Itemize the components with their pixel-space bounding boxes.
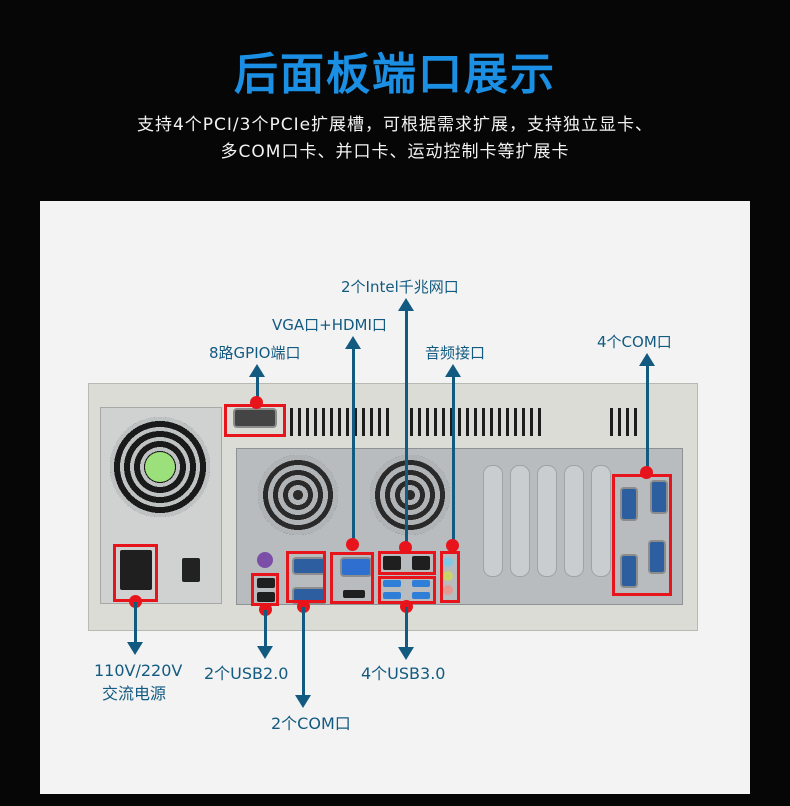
highlight-audio	[440, 551, 460, 603]
expansion-slot	[591, 465, 611, 577]
arrow-up-icon	[445, 364, 461, 377]
callout-dot	[346, 538, 359, 551]
highlight-com2	[286, 551, 326, 603]
callout-line	[405, 607, 408, 649]
usb3-port-icon	[412, 592, 430, 599]
callout-gpio: 8路GPIO端口	[209, 344, 301, 362]
callout-dot	[446, 539, 459, 552]
expansion-slot	[510, 465, 530, 577]
com-port-icon	[650, 480, 668, 514]
callout-com4: 4个COM口	[597, 333, 672, 351]
audio-line-in-icon	[443, 557, 453, 567]
page-title: 后面板端口展示	[234, 49, 556, 100]
callout-lan: 2个Intel千兆网口	[341, 278, 459, 296]
callout-line	[134, 602, 137, 644]
arrow-down-icon	[127, 642, 143, 655]
callout-dot	[399, 541, 412, 554]
gpio-port-icon	[233, 408, 277, 428]
highlight-power	[113, 544, 158, 602]
callout-line	[452, 376, 455, 544]
expansion-slot	[537, 465, 557, 577]
ac-power-inlet-icon	[120, 550, 152, 590]
callout-line	[646, 365, 649, 470]
audio-line-out-icon	[443, 571, 453, 581]
highlight-vga-hdmi	[330, 552, 374, 604]
callout-line	[405, 310, 408, 546]
hdmi-port-icon	[343, 590, 365, 598]
callout-power-line2: 交流电源	[102, 684, 167, 703]
com-port-icon	[620, 554, 638, 588]
arrow-up-icon	[639, 353, 655, 366]
lan-port-icon	[412, 556, 430, 570]
callout-power-line1: 110V/220V	[94, 661, 183, 680]
usb3-port-icon	[412, 580, 430, 587]
vent-grille	[290, 408, 390, 436]
usb3-port-icon	[383, 592, 401, 599]
com-port-icon	[648, 540, 666, 574]
vent-grille	[610, 408, 640, 436]
callout-line	[264, 610, 267, 648]
ps2-port-icon	[257, 552, 273, 568]
callout-dot	[259, 603, 272, 616]
system-fan-icon	[370, 455, 450, 535]
fan-hub	[145, 452, 175, 482]
callout-vga-hdmi: VGA口+HDMI口	[272, 316, 387, 334]
com-port-icon	[620, 487, 638, 521]
expansion-slot	[483, 465, 503, 577]
system-fan-icon	[258, 455, 338, 535]
callout-usb2: 2个USB2.0	[204, 664, 289, 683]
expansion-slot	[564, 465, 584, 577]
callout-usb3: 4个USB3.0	[361, 664, 446, 683]
highlight-lan	[378, 551, 436, 575]
callout-audio: 音频接口	[425, 344, 486, 362]
callout-line	[256, 376, 259, 402]
callout-dot	[400, 600, 413, 613]
power-switch-icon[interactable]	[182, 558, 200, 582]
usb2-port-icon	[257, 578, 275, 588]
callout-com2: 2个COM口	[271, 714, 351, 733]
subtitle-line-1: 支持4个PCI/3个PCIe扩展槽，可根据需求扩展，支持独立显卡、	[136, 115, 654, 135]
callout-dot	[250, 396, 263, 409]
arrow-up-icon	[249, 364, 265, 377]
vent-grille	[410, 408, 545, 436]
arrow-up-icon	[345, 336, 361, 349]
callout-dot	[129, 595, 142, 608]
callout-dot	[297, 600, 310, 613]
usb3-port-icon	[383, 580, 401, 587]
arrow-up-icon	[398, 298, 414, 311]
callout-dot	[640, 466, 653, 479]
arrow-down-icon	[257, 646, 273, 659]
arrow-down-icon	[295, 695, 311, 708]
highlight-com4	[612, 474, 672, 596]
callout-line	[352, 348, 355, 543]
audio-mic-icon	[443, 585, 453, 595]
arrow-down-icon	[398, 647, 414, 660]
callout-line	[302, 607, 305, 697]
highlight-usb2	[251, 573, 279, 606]
subtitle-line-2: 多COM口卡、并口卡、运动控制卡等扩展卡	[220, 142, 570, 162]
usb2-port-icon	[257, 592, 275, 602]
lan-port-icon	[383, 556, 401, 570]
